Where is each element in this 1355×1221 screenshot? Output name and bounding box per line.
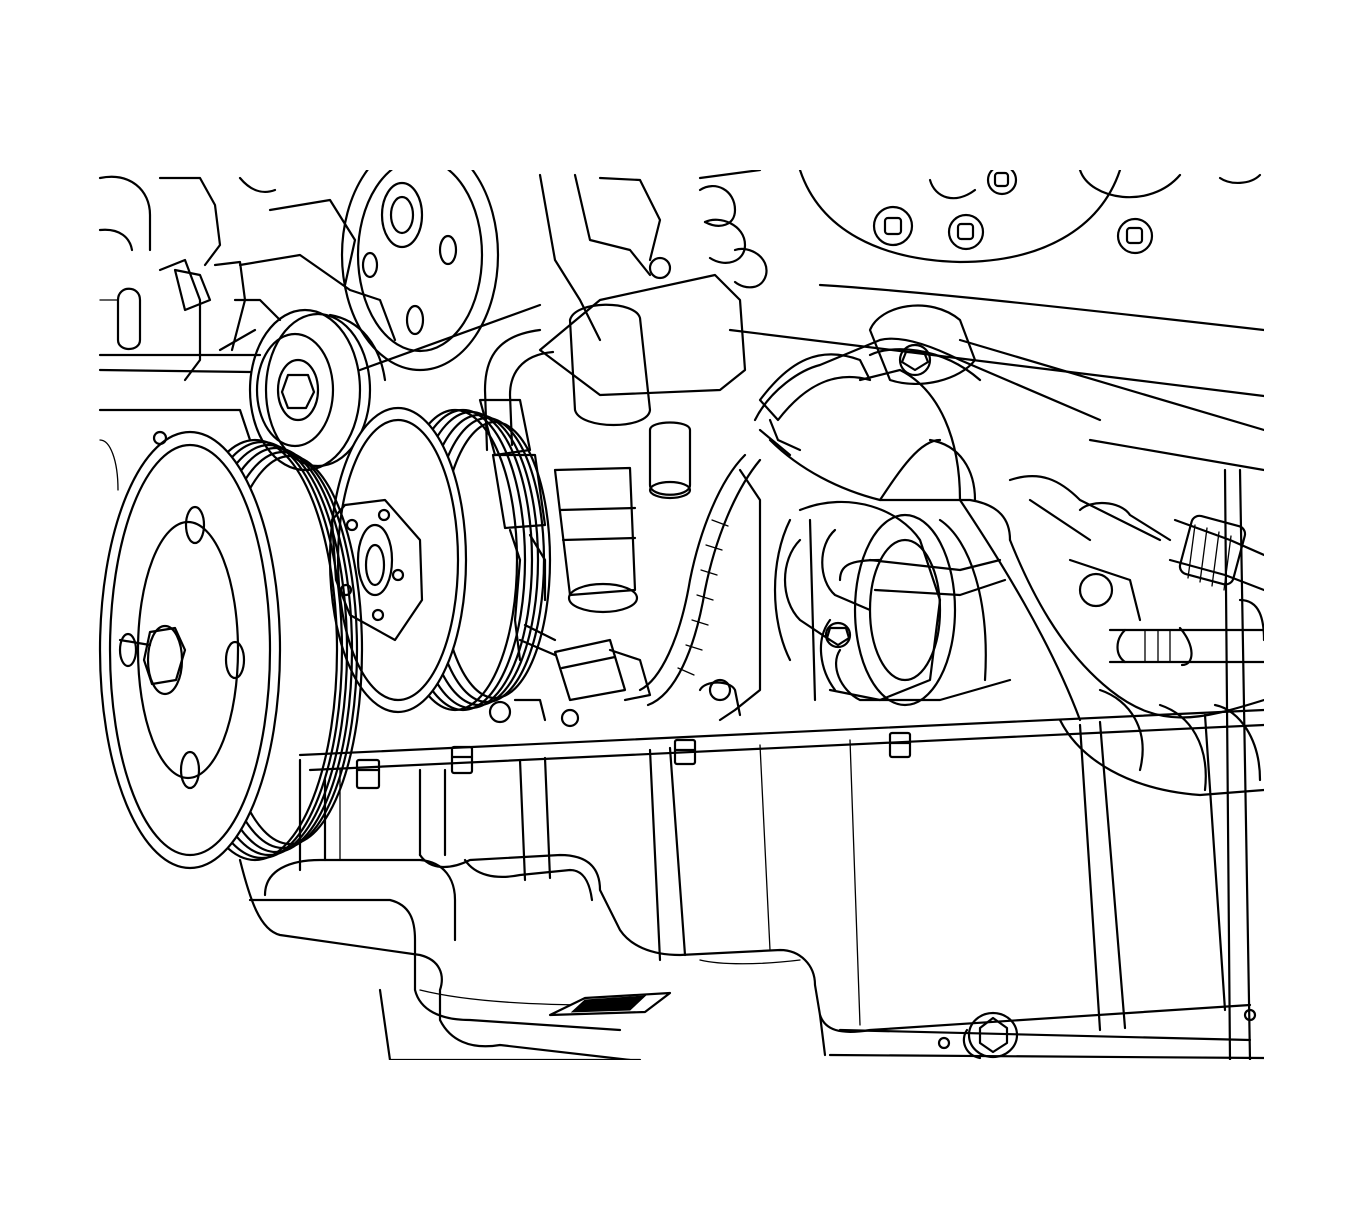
tensioner-arm [173,253,397,352]
cover-bolt-4 [986,170,1018,196]
drain-plug-icon [962,1011,1019,1060]
oil-pan [238,708,1264,1060]
hose-clamp [758,353,872,457]
pan-bolt-4 [888,731,912,759]
cover-bolt-1 [872,205,914,247]
water-pump-pulley [340,170,542,372]
thermostat-housing [478,173,768,614]
generator [773,500,987,707]
small-hose [783,528,1012,702]
ac-lines [1068,502,1264,667]
engine-block-upper [98,175,357,491]
ac-compressor-pulley [328,406,552,714]
label-plate [548,991,672,1017]
hose-bracket [868,304,977,385]
cover-bolt-2 [947,213,985,251]
pan-bolt-2 [450,745,474,775]
pan-bolt-1 [355,758,381,790]
crankshaft-pulley [98,430,364,870]
cover-bolt-3 [1116,217,1154,255]
pan-bolt-3 [673,738,697,766]
coolant-hose [753,337,1264,797]
idler-pulley [248,308,387,472]
engine-lower-detail [488,468,762,728]
wiring-harness [638,453,762,707]
timing-cover [698,170,1264,1060]
electrical-connector [518,623,652,702]
